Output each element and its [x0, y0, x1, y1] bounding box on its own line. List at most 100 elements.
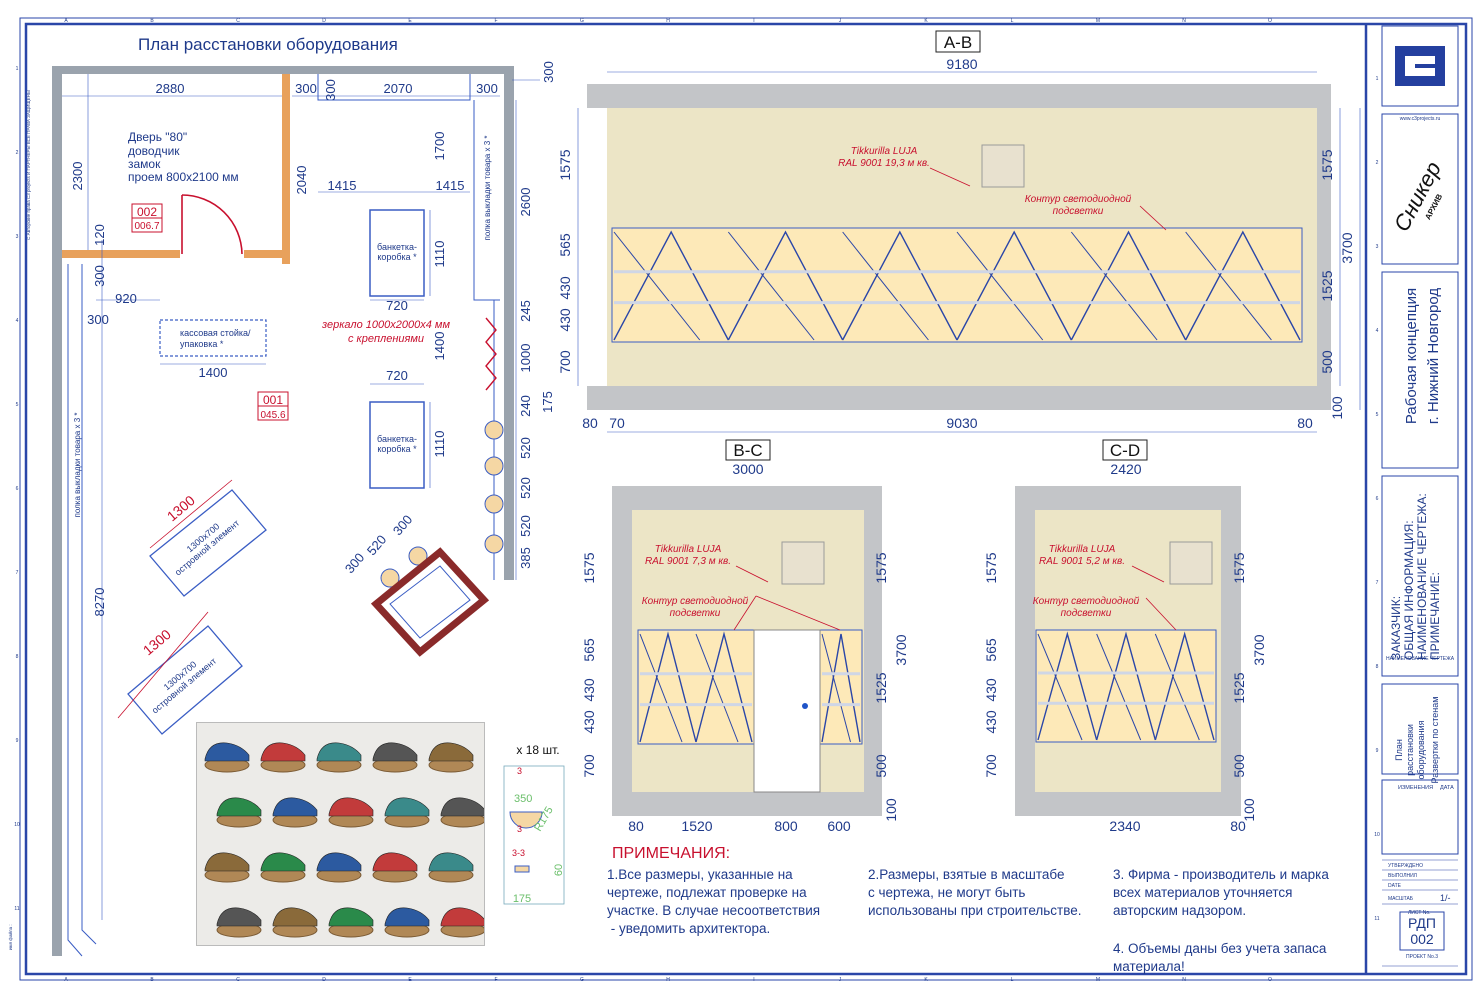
ab-paint-leader — [929, 167, 971, 187]
grid-number-left: 1 — [16, 66, 19, 72]
brand-box — [1381, 113, 1459, 265]
grid-letter-bottom: F — [494, 977, 497, 983]
dim-240: 240 — [518, 395, 533, 417]
ab-dim-1575-left: 1575 — [557, 149, 573, 180]
bc-paint-leader — [735, 565, 769, 583]
partition-vertical — [282, 74, 290, 264]
dim-2070: 2070 — [384, 81, 413, 96]
outer-frame — [19, 17, 1473, 981]
section-mark-a: 3 — [517, 766, 522, 776]
dim-2600: 2600 — [518, 188, 533, 217]
corner-display — [370, 547, 490, 657]
info-customer: ЗАКАЗЧИК: — [1389, 596, 1403, 660]
plan-title: План расстановки оборудования — [138, 35, 398, 54]
grid-letter-bottom: A — [64, 977, 68, 983]
ab-dim-430-b: 430 — [557, 308, 573, 332]
cd-dim-1575-right: 1575 — [1231, 552, 1247, 583]
sneaker — [440, 797, 484, 817]
bench-a — [369, 209, 425, 297]
partition-left — [62, 250, 180, 258]
bench-b-label-1: банкетка- — [377, 434, 417, 444]
grid-number-left: 5 — [16, 402, 19, 408]
sneaker — [316, 852, 362, 872]
dim-1700: 1700 — [432, 132, 447, 161]
plan-dim-lines — [62, 74, 540, 920]
grid-letter-top: L — [1011, 18, 1014, 24]
grid-number-left: 6 — [16, 486, 19, 492]
truss-segment — [1070, 231, 1158, 341]
ab-dim-500: 500 — [1319, 350, 1335, 374]
grid-letter-bottom: O — [1268, 977, 1272, 983]
dim-520-c: 520 — [518, 515, 533, 537]
detail-dim-60: 60 — [553, 864, 565, 876]
sneaker — [440, 907, 484, 927]
ab-dim-1525: 1525 — [1319, 270, 1335, 301]
row-done: ВЫПОЛНИЛ — [1388, 873, 1417, 879]
cd-dim-3700: 3700 — [1251, 634, 1267, 665]
cd-dim-565: 565 — [983, 638, 999, 662]
partition-right — [244, 250, 290, 258]
sneaker — [260, 852, 306, 872]
dim-385: 385 — [518, 547, 533, 569]
bc-dim-3700: 3700 — [893, 634, 909, 665]
cd-paint-leader — [1131, 565, 1165, 583]
dim-520-a: 520 — [518, 437, 533, 459]
info-drawing-name: НАИМЕНОВАНИЕ ЧЕРТЕЖА: — [1415, 493, 1429, 660]
sneaker — [328, 797, 374, 817]
truss-segment — [1185, 231, 1272, 341]
dim-2300: 2300 — [70, 162, 85, 191]
dim-1300-a: 1300 — [164, 492, 198, 524]
grid-letter-bottom: H — [666, 977, 670, 983]
project-title-box — [1381, 271, 1459, 469]
dim-1300-b: 1300 — [140, 626, 174, 658]
elevation-cd-label-box — [1102, 439, 1148, 461]
note-3: 3. Фирма - производитель и марка всех ма… — [1113, 866, 1363, 920]
cd-led-leader — [1145, 597, 1177, 631]
dim-1110-b: 1110 — [432, 431, 447, 458]
cd-dim-1525: 1525 — [1231, 672, 1247, 703]
dim-300-a: 300 — [295, 81, 317, 96]
bc-door-handle — [802, 703, 808, 709]
bench-a-label-1: банкетка- — [377, 242, 417, 252]
ab-paint-line-1: Tikkurilla LUJA — [851, 146, 918, 157]
grid-letter-bottom: I — [753, 977, 754, 983]
sneaker — [428, 742, 474, 762]
dim-2040: 2040 — [294, 166, 309, 195]
grid-letter-top: E — [408, 18, 412, 24]
info-general: ОБЩАЯ ИНФОРМАЦИЯ: — [1402, 520, 1416, 660]
elevation-bc: B-C 3000 80 1520 800 600 1575 565 430 43… — [581, 439, 909, 834]
room-002-number: 002 — [137, 205, 157, 219]
note-4-line-2: материала! — [1113, 959, 1185, 974]
note-2-line-1: 2.Размеры, взятые в масштабе — [868, 867, 1065, 882]
bench-b-label-2: коробка * — [377, 444, 417, 454]
ab-side — [1317, 108, 1331, 386]
sneaker — [204, 742, 250, 762]
truss-segment — [727, 231, 815, 341]
grid-number-right: 6 — [1376, 496, 1379, 502]
grid-letter-bottom: G — [580, 977, 584, 983]
note-2: 2.Размеры, взятые в масштабе с чертежа, … — [868, 866, 1108, 920]
grid-number-left: 2 — [16, 150, 19, 156]
grid-number-right: 4 — [1376, 328, 1379, 334]
changes-box — [1381, 779, 1459, 855]
ab-led-line-1: Контур светодиодной — [1025, 194, 1132, 205]
floor-plan: 2880 300 2070 300 1415 1415 920 300 720 … — [52, 61, 556, 957]
note-4-line-1: 4. Объемы даны без учета запаса — [1113, 941, 1327, 956]
truss-segment — [695, 633, 739, 743]
shoe-wall-photo — [196, 722, 485, 946]
dim-1400-v: 1400 — [432, 332, 447, 361]
cd-dim-80: 80 — [1230, 818, 1246, 834]
bc-dim-100: 100 — [883, 798, 899, 822]
grid-letter-bottom: C — [236, 977, 240, 983]
cd-paint-line-1: Tikkurilla LUJA — [1049, 544, 1116, 555]
grid-letter-bottom: N — [1182, 977, 1186, 983]
bc-paint-line-2: RAL 9001 7,3 м кв. — [645, 556, 731, 567]
grid-letter-top: B — [150, 18, 154, 24]
note-1: 1.Все размеры, указанные на чертеже, под… — [607, 866, 857, 938]
note-1-line-3: участке. В случае несоответствия — [607, 903, 821, 918]
bc-floor — [612, 792, 882, 816]
sneaker — [216, 907, 262, 927]
dim-175: 175 — [540, 391, 555, 413]
ab-paint-line-2: RAL 9001 19,3 м кв. — [838, 158, 930, 169]
